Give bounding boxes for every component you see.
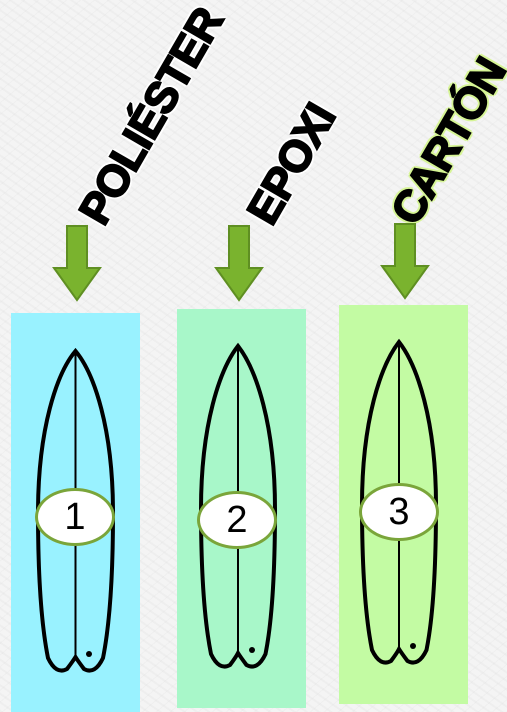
- panel-3: 3: [339, 305, 468, 704]
- badge-1: 1: [35, 488, 115, 546]
- panel-1: 1: [11, 313, 140, 712]
- down-arrow-icon: [214, 225, 264, 302]
- down-arrow-icon: [52, 225, 102, 302]
- down-arrow-icon: [380, 223, 430, 300]
- badge-3: 3: [359, 483, 439, 541]
- panel-2: 2: [177, 309, 306, 708]
- badge-2: 2: [197, 491, 277, 549]
